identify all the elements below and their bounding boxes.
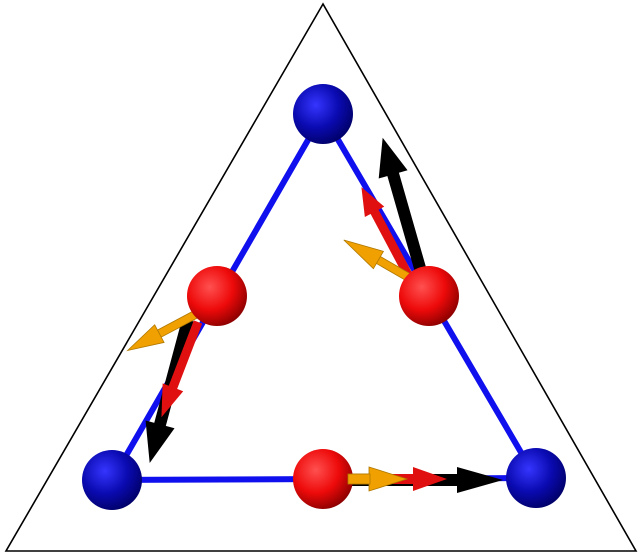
black-arrow xyxy=(378,137,430,284)
orange-arrow xyxy=(126,307,203,352)
edge-atom-right xyxy=(399,266,459,326)
vertex-atom-top xyxy=(293,84,353,144)
red-arrow xyxy=(361,187,418,289)
right-atom-arrows xyxy=(343,137,430,289)
bottom-atom-arrows-front xyxy=(347,473,371,485)
red-arrow xyxy=(161,320,203,418)
orange-arrow-shaft xyxy=(347,473,371,485)
edge-atom-bottom xyxy=(293,449,353,509)
edge-atom-left xyxy=(187,266,247,326)
left-atom-arrows xyxy=(126,307,203,463)
inner-triangle xyxy=(109,111,539,483)
vertex-atom-bottom-right xyxy=(506,448,566,508)
vertex-atom-bottom-left xyxy=(82,450,142,510)
outer-triangle xyxy=(4,2,638,552)
